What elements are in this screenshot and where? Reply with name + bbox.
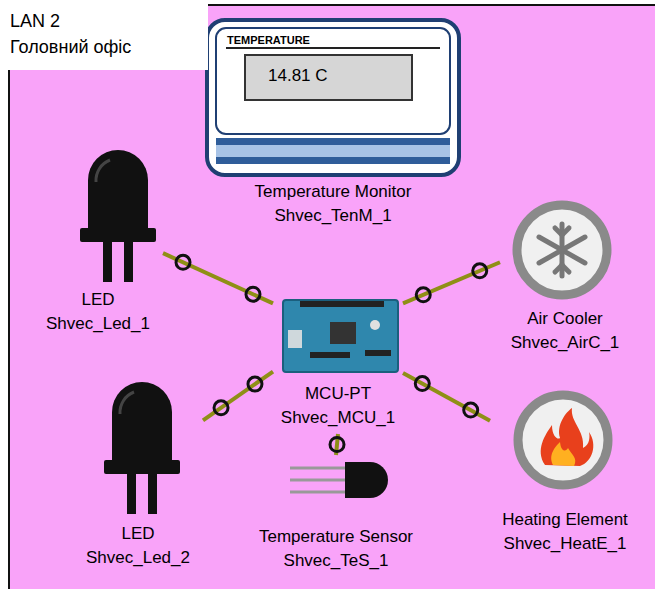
cluster-heading: LAN 2Головний офіс — [0, 0, 208, 70]
device-type: Heating Element — [502, 508, 628, 532]
cluster-name: LAN 2 — [10, 8, 198, 34]
link-light — [330, 438, 344, 452]
device-type: Temperature Monitor — [255, 180, 412, 204]
link-light — [214, 401, 228, 415]
mcu-board-icon — [283, 300, 398, 372]
led-icon — [80, 150, 156, 282]
device-node: LEDShvec_Led_1 — [33, 138, 163, 340]
cluster-name: Головний офіс — [10, 34, 198, 60]
device-type: Temperature Sensor — [259, 525, 413, 549]
monitor-icon — [207, 20, 459, 175]
link-light — [415, 377, 429, 391]
device-node: MCU-PTShvec_MCU_1 — [273, 292, 403, 434]
cluster-border — [8, 5, 10, 589]
device-name: Shvec_Led_2 — [86, 546, 190, 570]
link-cable — [403, 373, 490, 421]
device-node: Heating ElementShvec_HeatE_1 — [490, 388, 640, 560]
link-light — [473, 264, 487, 278]
air-cooler-icon — [517, 205, 607, 295]
link-light — [176, 255, 190, 269]
device-name: Shvec_MCU_1 — [281, 406, 395, 430]
device-name: Shvec_Led_1 — [46, 312, 150, 336]
link-cable — [163, 253, 273, 303]
display-value: 14.81 C — [268, 66, 328, 86]
link-light — [246, 287, 260, 301]
device-node: LEDShvec_Led_2 — [73, 382, 203, 574]
link-light — [416, 288, 430, 302]
device-type: MCU-PT — [305, 382, 371, 406]
cluster-ground — [9, 5, 655, 589]
heating-element-icon — [518, 395, 608, 485]
device-name: Shvec_AirC_1 — [511, 331, 620, 355]
device-node: Temperature SensorShvec_TeS_1 — [246, 455, 426, 577]
link-light — [464, 403, 478, 417]
device-type: LED — [121, 522, 154, 546]
link-light — [248, 377, 262, 391]
device-name: Shvec_TenM_1 — [274, 204, 391, 228]
link-cable — [203, 372, 273, 421]
device-name: Shvec_TeS_1 — [284, 549, 389, 573]
device-name: Shvec_HeatE_1 — [504, 532, 627, 556]
device-node: Temperature MonitorShvec_TenM_1 — [203, 18, 463, 232]
led-icon — [104, 382, 180, 514]
sensor-icon — [290, 462, 388, 498]
display-title: TEMPERATURE — [227, 33, 310, 47]
device-node: Air CoolerShvec_AirC_1 — [500, 195, 630, 359]
device-type: Air Cooler — [527, 307, 603, 331]
device-type: LED — [81, 288, 114, 312]
link-cable — [403, 262, 500, 303]
